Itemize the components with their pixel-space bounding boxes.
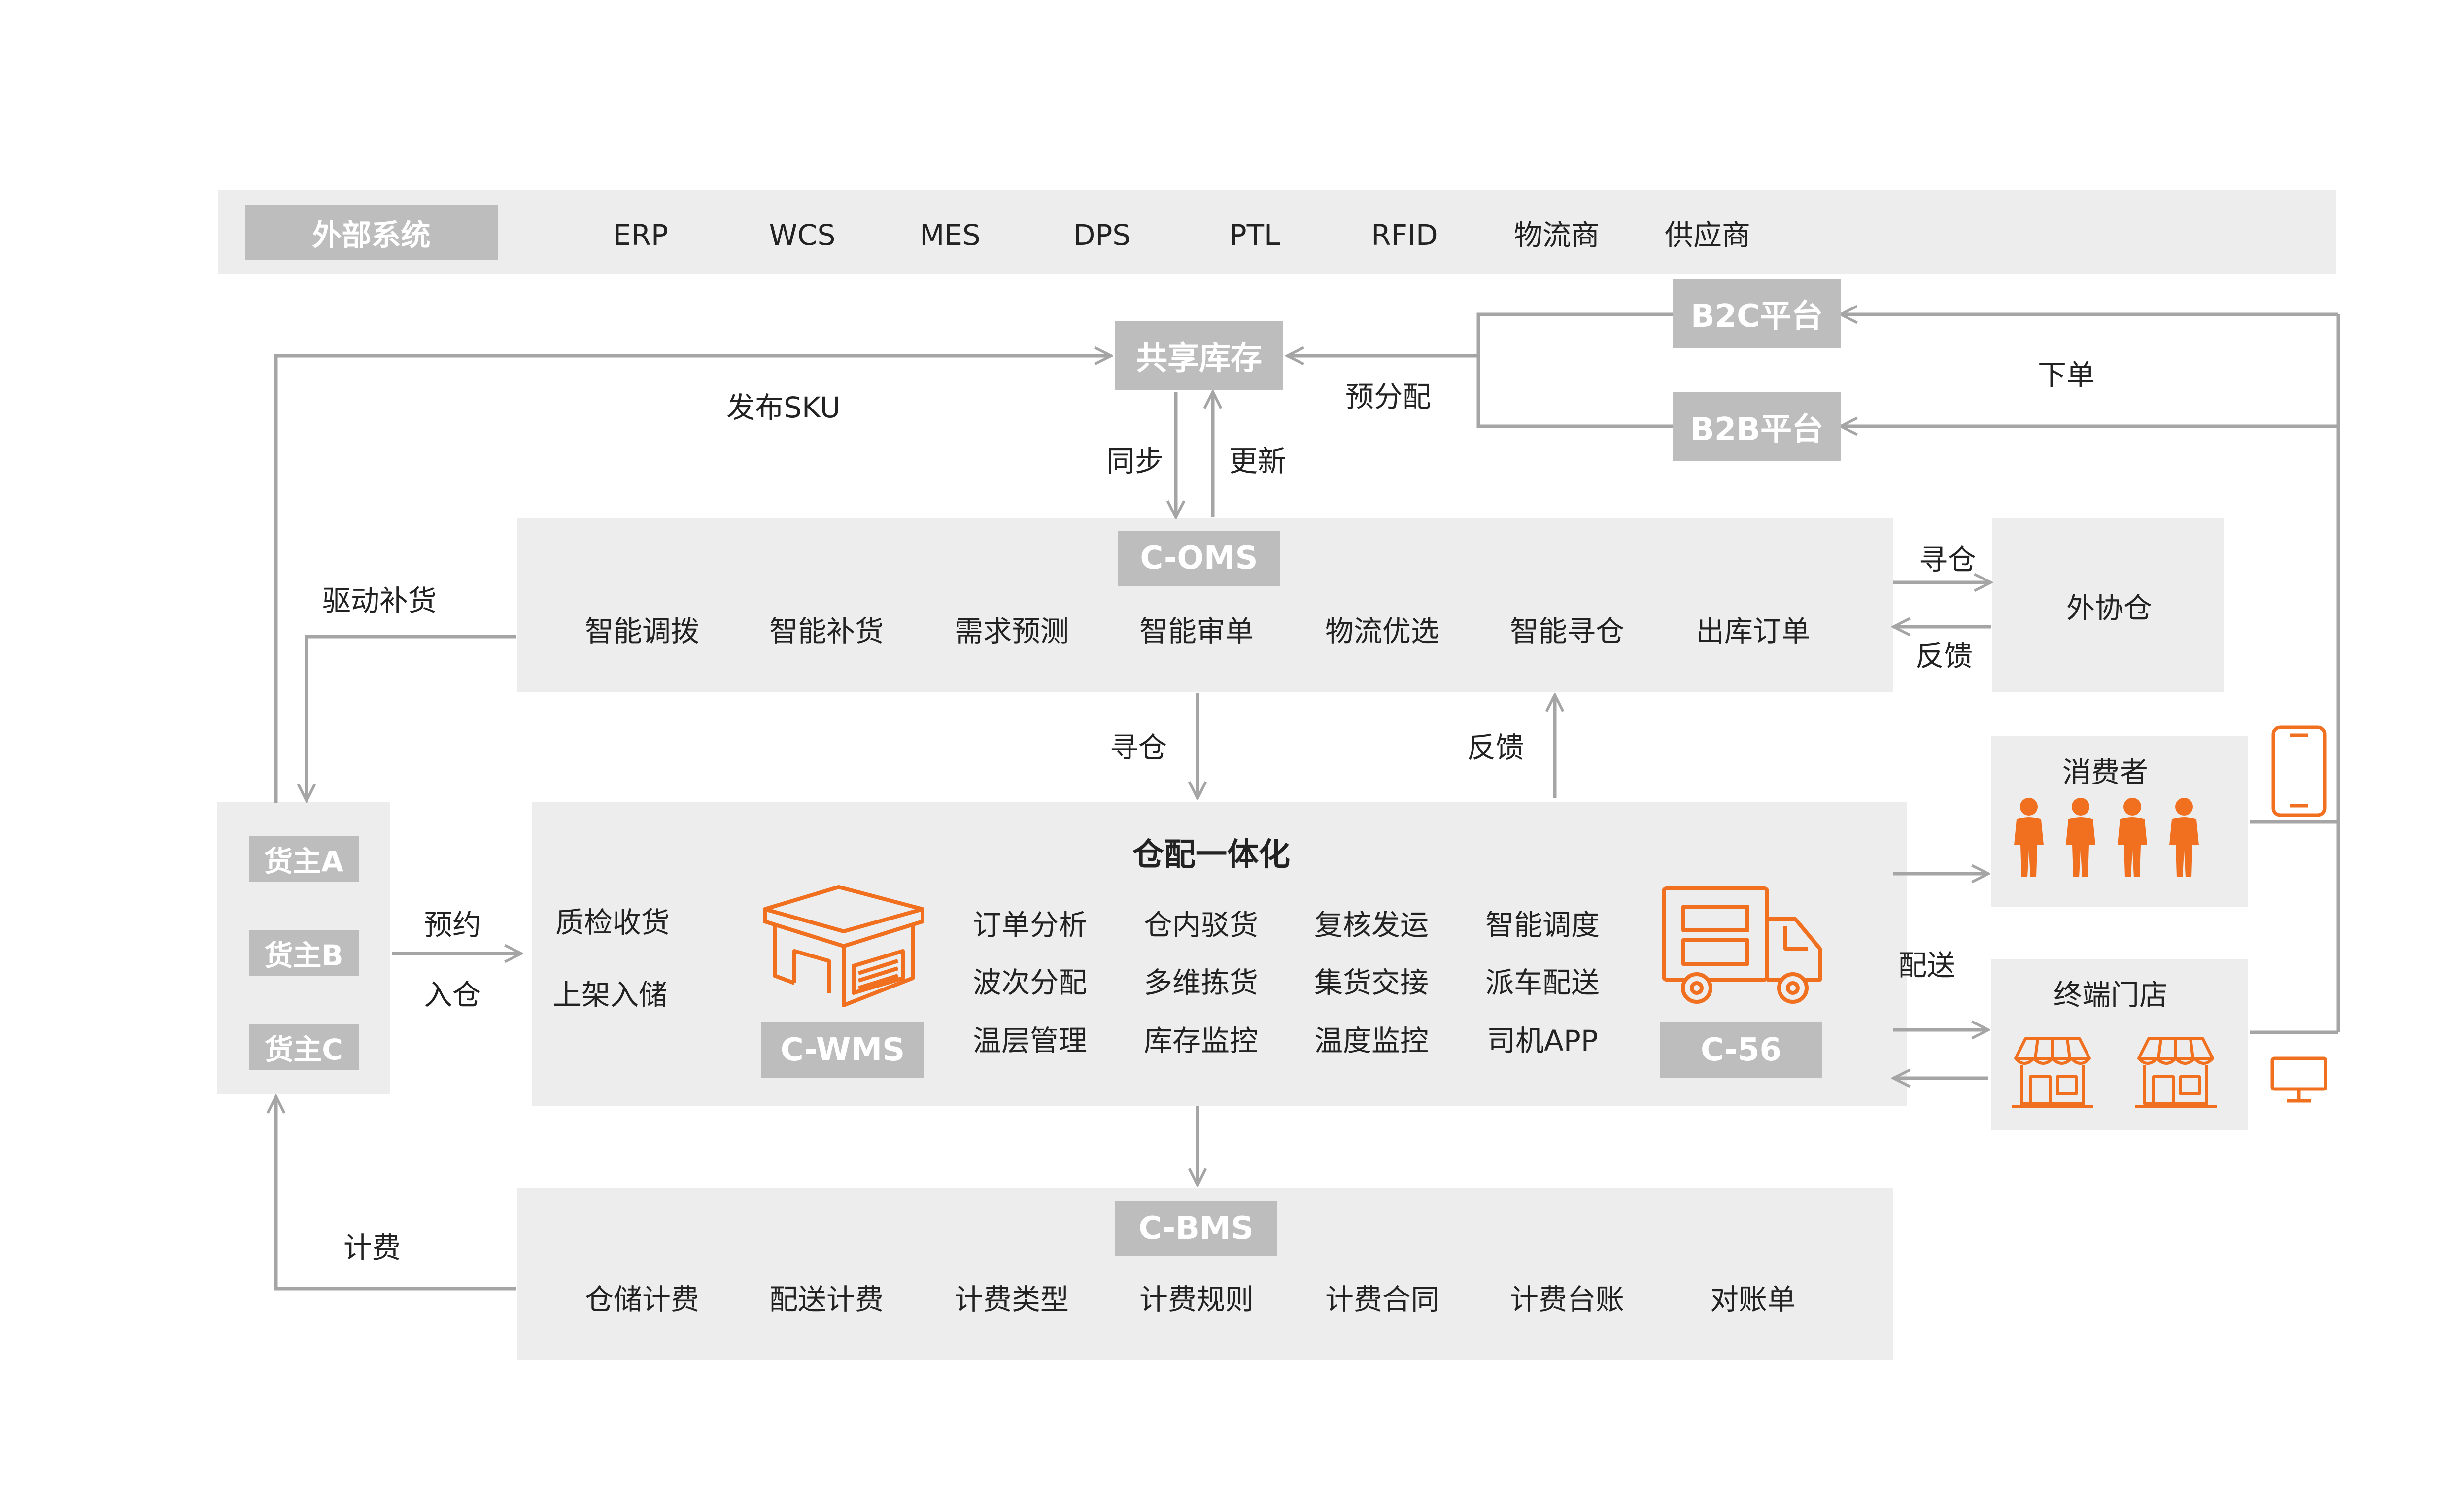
b2b-platform-node: B2B平台 xyxy=(1673,392,1841,461)
label-feedback-right: 反馈 xyxy=(1915,639,1973,673)
external-systems-label: 外部系统 xyxy=(312,218,431,253)
label-update: 更新 xyxy=(1229,444,1287,478)
external-systems-bar xyxy=(218,190,2336,274)
partner-warehouse-panel xyxy=(1992,518,2224,692)
external-item-logistics: 物流商 xyxy=(1513,218,1600,252)
oms-item-logistics-select: 物流优选 xyxy=(1325,614,1440,648)
label-billing: 计费 xyxy=(343,1231,401,1264)
bms-item-billing-ledger: 计费台账 xyxy=(1509,1283,1625,1316)
wms-tag-label: C-WMS xyxy=(780,1032,905,1068)
bms-item-billing-contract: 计费合同 xyxy=(1325,1283,1440,1316)
label-drive-replenish: 驱动补货 xyxy=(322,584,437,617)
monitor-icon xyxy=(2270,1056,2327,1103)
external-systems-tag: 外部系统 xyxy=(245,205,498,260)
label-inbound: 入仓 xyxy=(423,978,481,1012)
owner-b-label: 货主B xyxy=(264,939,343,972)
bms-tag-label: C-BMS xyxy=(1138,1210,1254,1247)
c56-tag-label: C-56 xyxy=(1700,1032,1782,1068)
external-item-erp: ERP xyxy=(613,218,668,252)
integrated-grid-r3c3: 温度监控 xyxy=(1314,1024,1429,1057)
edge-drive-replenish xyxy=(307,635,516,801)
edge-publish-sku xyxy=(274,356,1111,803)
oms-item-smart-transfer: 智能调拨 xyxy=(584,614,700,648)
label-publish-sku: 发布SKU xyxy=(726,391,841,424)
label-feedback-up: 反馈 xyxy=(1467,731,1525,764)
integrated-grid-r2c1: 波次分配 xyxy=(972,966,1088,999)
integrated-grid-r1c1: 订单分析 xyxy=(972,908,1088,942)
label-find-warehouse-right: 寻仓 xyxy=(1918,543,1977,577)
phone-icon xyxy=(2271,725,2327,817)
owner-a-tag: 货主A xyxy=(249,836,359,882)
label-reserve: 预约 xyxy=(423,908,481,942)
label-place-order: 下单 xyxy=(2037,358,2095,392)
b2c-platform-node: B2C平台 xyxy=(1673,279,1841,348)
integrated-grid-r3c2: 库存监控 xyxy=(1143,1024,1259,1057)
integrated-grid-r2c2: 多维拣货 xyxy=(1143,966,1259,999)
bms-tag: C-BMS xyxy=(1115,1201,1277,1256)
warehouse-icon xyxy=(763,885,924,1007)
oms-item-smart-find-warehouse: 智能寻仓 xyxy=(1509,614,1625,648)
edge-billing xyxy=(276,1096,516,1291)
external-item-dps: DPS xyxy=(1073,218,1131,252)
external-item-wcs: WCS xyxy=(769,218,836,252)
bms-item-billing-rules: 计费规则 xyxy=(1139,1283,1254,1316)
label-sync: 同步 xyxy=(1106,444,1164,478)
bms-item-delivery-billing: 配送计费 xyxy=(769,1283,884,1316)
oms-item-outbound-order: 出库订单 xyxy=(1695,614,1811,648)
bms-item-billing-type: 计费类型 xyxy=(954,1283,1069,1316)
wms-tag: C-WMS xyxy=(761,1022,924,1078)
owner-b-tag: 货主B xyxy=(249,930,359,976)
integrated-grid-r1c4: 智能调度 xyxy=(1485,908,1600,942)
external-item-supplier: 供应商 xyxy=(1664,218,1751,252)
store-label: 终端门店 xyxy=(2053,978,2168,1012)
integrated-grid-r1c2: 仓内驳货 xyxy=(1143,908,1259,942)
oms-item-demand-forecast: 需求预测 xyxy=(954,614,1069,648)
consumer-label: 消费者 xyxy=(2062,755,2149,789)
owner-c-label: 货主C xyxy=(265,1033,343,1066)
store-icon xyxy=(2012,1037,2217,1108)
integrated-item-quality-receive: 质检收货 xyxy=(555,906,670,939)
oms-tag: C-OMS xyxy=(1118,531,1280,586)
c56-tag: C-56 xyxy=(1660,1022,1822,1078)
person-icon xyxy=(2014,798,2199,877)
bms-item-storage-billing: 仓储计费 xyxy=(584,1283,700,1316)
b2b-platform-label: B2B平台 xyxy=(1690,411,1824,448)
edge-pre-allocate xyxy=(1476,312,1673,428)
oms-item-smart-replenish: 智能补货 xyxy=(769,614,884,648)
external-item-mes: MES xyxy=(920,218,981,252)
shared-inventory-label: 共享库存 xyxy=(1136,341,1262,377)
owner-c-tag: 货主C xyxy=(249,1024,359,1070)
oms-item-smart-review: 智能审单 xyxy=(1139,614,1254,648)
external-item-rfid: RFID xyxy=(1371,218,1438,252)
label-pre-allocate: 预分配 xyxy=(1345,380,1432,413)
b2c-platform-label: B2C平台 xyxy=(1690,298,1823,335)
integrated-grid-r1c3: 复核发运 xyxy=(1314,908,1429,942)
bms-item-statement: 对账单 xyxy=(1710,1283,1796,1316)
shared-inventory-node: 共享库存 xyxy=(1115,321,1283,390)
integrated-item-shelve-store: 上架入储 xyxy=(552,978,668,1012)
truck-icon xyxy=(1662,886,1822,1004)
oms-tag-label: C-OMS xyxy=(1140,540,1258,577)
integrated-title: 仓配一体化 xyxy=(1132,837,1290,873)
integrated-grid-r3c4: 司机APP xyxy=(1487,1024,1598,1057)
partner-warehouse-label: 外协仓 xyxy=(2066,591,2153,625)
owner-a-label: 货主A xyxy=(264,845,343,878)
external-item-ptl: PTL xyxy=(1229,218,1280,252)
integrated-grid-r2c4: 派车配送 xyxy=(1485,966,1600,999)
integrated-grid-r2c3: 集货交接 xyxy=(1314,966,1429,999)
label-find-warehouse-down: 寻仓 xyxy=(1109,731,1167,764)
label-delivery: 配送 xyxy=(1898,949,1956,982)
integrated-grid-r3c1: 温层管理 xyxy=(972,1024,1088,1057)
